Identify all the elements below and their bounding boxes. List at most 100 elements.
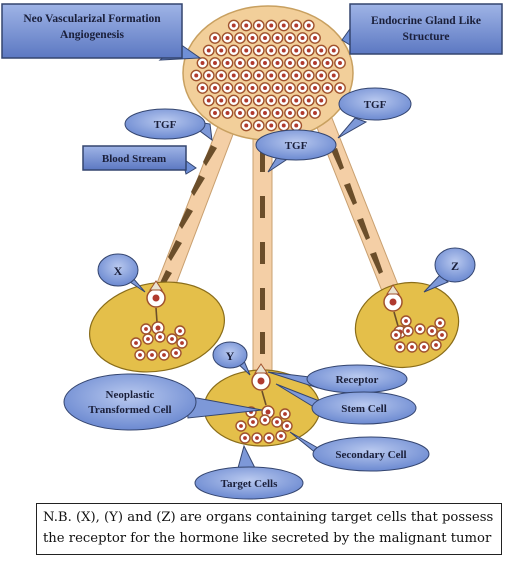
tumor-cell — [221, 82, 234, 94]
organ-x-stem-cell — [146, 280, 166, 335]
tumor-cell — [259, 82, 271, 94]
tumor-cell — [302, 94, 315, 107]
secondary-cell — [142, 333, 154, 345]
secondary-cell — [247, 416, 259, 428]
tumor-cell — [215, 69, 228, 82]
callout-x: X — [97, 253, 146, 293]
tumor-cell — [315, 69, 328, 82]
tumor-cell — [334, 57, 346, 69]
organ-z-secondary-cells — [390, 315, 448, 353]
tumor-cell — [252, 119, 265, 132]
neo-vascular-line1: Neo Vascularizal Formation — [23, 13, 161, 25]
tumor-cell — [321, 82, 334, 94]
tumor-cell — [265, 19, 278, 32]
organ-z — [354, 281, 460, 369]
tumor-cell — [284, 82, 296, 94]
tumor-cell — [302, 69, 315, 82]
secondary-cell — [166, 333, 178, 345]
tumor-cell — [321, 57, 334, 69]
secondary-cell — [235, 420, 247, 432]
tumor-cells — [190, 19, 346, 132]
tumor-cell — [209, 32, 221, 44]
tumor-cell — [290, 19, 303, 32]
tumor-cell — [202, 69, 215, 82]
tumor-cell — [252, 44, 265, 57]
callout-endocrine: Endocrine Gland Like Structure — [341, 3, 503, 55]
tumor-cell — [290, 94, 303, 107]
tumor-cell — [190, 69, 203, 82]
callout-y: Y — [212, 341, 251, 376]
tumor-cell — [252, 69, 265, 82]
tumor-cell — [246, 57, 259, 69]
callout-neoplastic: Neoplastic Transformed Cell — [63, 373, 263, 431]
secondary-cell — [259, 414, 271, 426]
neoplastic-line1: Neoplastic — [106, 389, 155, 401]
secondary-cell — [140, 323, 152, 335]
tumor-cell — [259, 107, 271, 119]
secondary-cell — [154, 331, 166, 343]
tumor-cell — [302, 19, 315, 32]
organ-x — [88, 280, 226, 373]
tumor-cell — [290, 119, 303, 132]
tumor-cell — [327, 44, 340, 57]
tumor-cell — [296, 107, 309, 119]
secondary-cell — [174, 325, 186, 337]
tumor-cell — [277, 119, 290, 132]
tumor-cell — [265, 94, 278, 107]
organ-y-label: Y — [226, 349, 235, 363]
tumor-cell — [271, 32, 284, 44]
tumor-cell — [265, 44, 278, 57]
secondary-cell — [251, 432, 263, 444]
tumor-cell — [296, 82, 309, 94]
tumor-cell — [284, 32, 296, 44]
tumor-cell — [265, 69, 278, 82]
tumor-cell — [202, 44, 215, 57]
tumor-cell — [227, 19, 240, 32]
tgf-label-left: TGF — [154, 119, 177, 131]
tumor-cell — [271, 107, 284, 119]
tumor-cell — [240, 44, 253, 57]
organ-x-secondary-cells — [130, 323, 188, 361]
secondary-cell — [418, 341, 430, 353]
neo-vascular-line2: Angiogenesis — [60, 29, 124, 41]
callout-neo-vascular: Neo Vascularizal Formation Angiogenesis — [1, 3, 202, 61]
organ-y — [203, 363, 321, 447]
tgf-callout-center: TGF — [255, 129, 337, 173]
tumor-cell — [196, 57, 209, 69]
secondary-cell — [158, 349, 170, 361]
secondary-cell — [239, 432, 251, 444]
caption-line-1: N.B. (X), (Y) and (Z) are organs contain… — [43, 510, 494, 525]
tumor-cell — [215, 44, 228, 57]
tumor-cell — [309, 57, 321, 69]
tumor-cell — [234, 82, 246, 94]
secondary-cell — [414, 323, 426, 335]
secondary-cell — [176, 337, 188, 349]
tumor-cell — [234, 32, 246, 44]
tumor-cell — [227, 94, 240, 107]
tumor-cell — [302, 44, 315, 57]
tumor-cell — [327, 69, 340, 82]
flow-arrows — [158, 145, 383, 354]
secondary-cell — [390, 329, 402, 341]
tumor-cell — [315, 44, 328, 57]
tumor-cell — [271, 57, 284, 69]
endocrine-line2: Structure — [402, 31, 449, 43]
secondary-cell — [400, 315, 412, 327]
secondary-cell — [426, 325, 438, 337]
caption-box: N.B. (X), (Y) and (Z) are organs contain… — [36, 503, 502, 555]
tumor-cell — [209, 82, 221, 94]
tumor-cell — [227, 44, 240, 57]
tumor-cell — [240, 19, 253, 32]
tumor-cell — [277, 69, 290, 82]
tumor-cell — [246, 32, 259, 44]
tumor-cell — [196, 82, 209, 94]
tumor-cell — [246, 82, 259, 94]
tumor-cell — [202, 94, 215, 107]
receptor-label: Receptor — [336, 374, 379, 386]
endocrine-line1: Endocrine Gland Like — [371, 15, 481, 27]
secondary-cell — [271, 416, 283, 428]
tumor-cell — [296, 57, 309, 69]
tumor-cell — [290, 44, 303, 57]
secondary-cell — [402, 325, 414, 337]
